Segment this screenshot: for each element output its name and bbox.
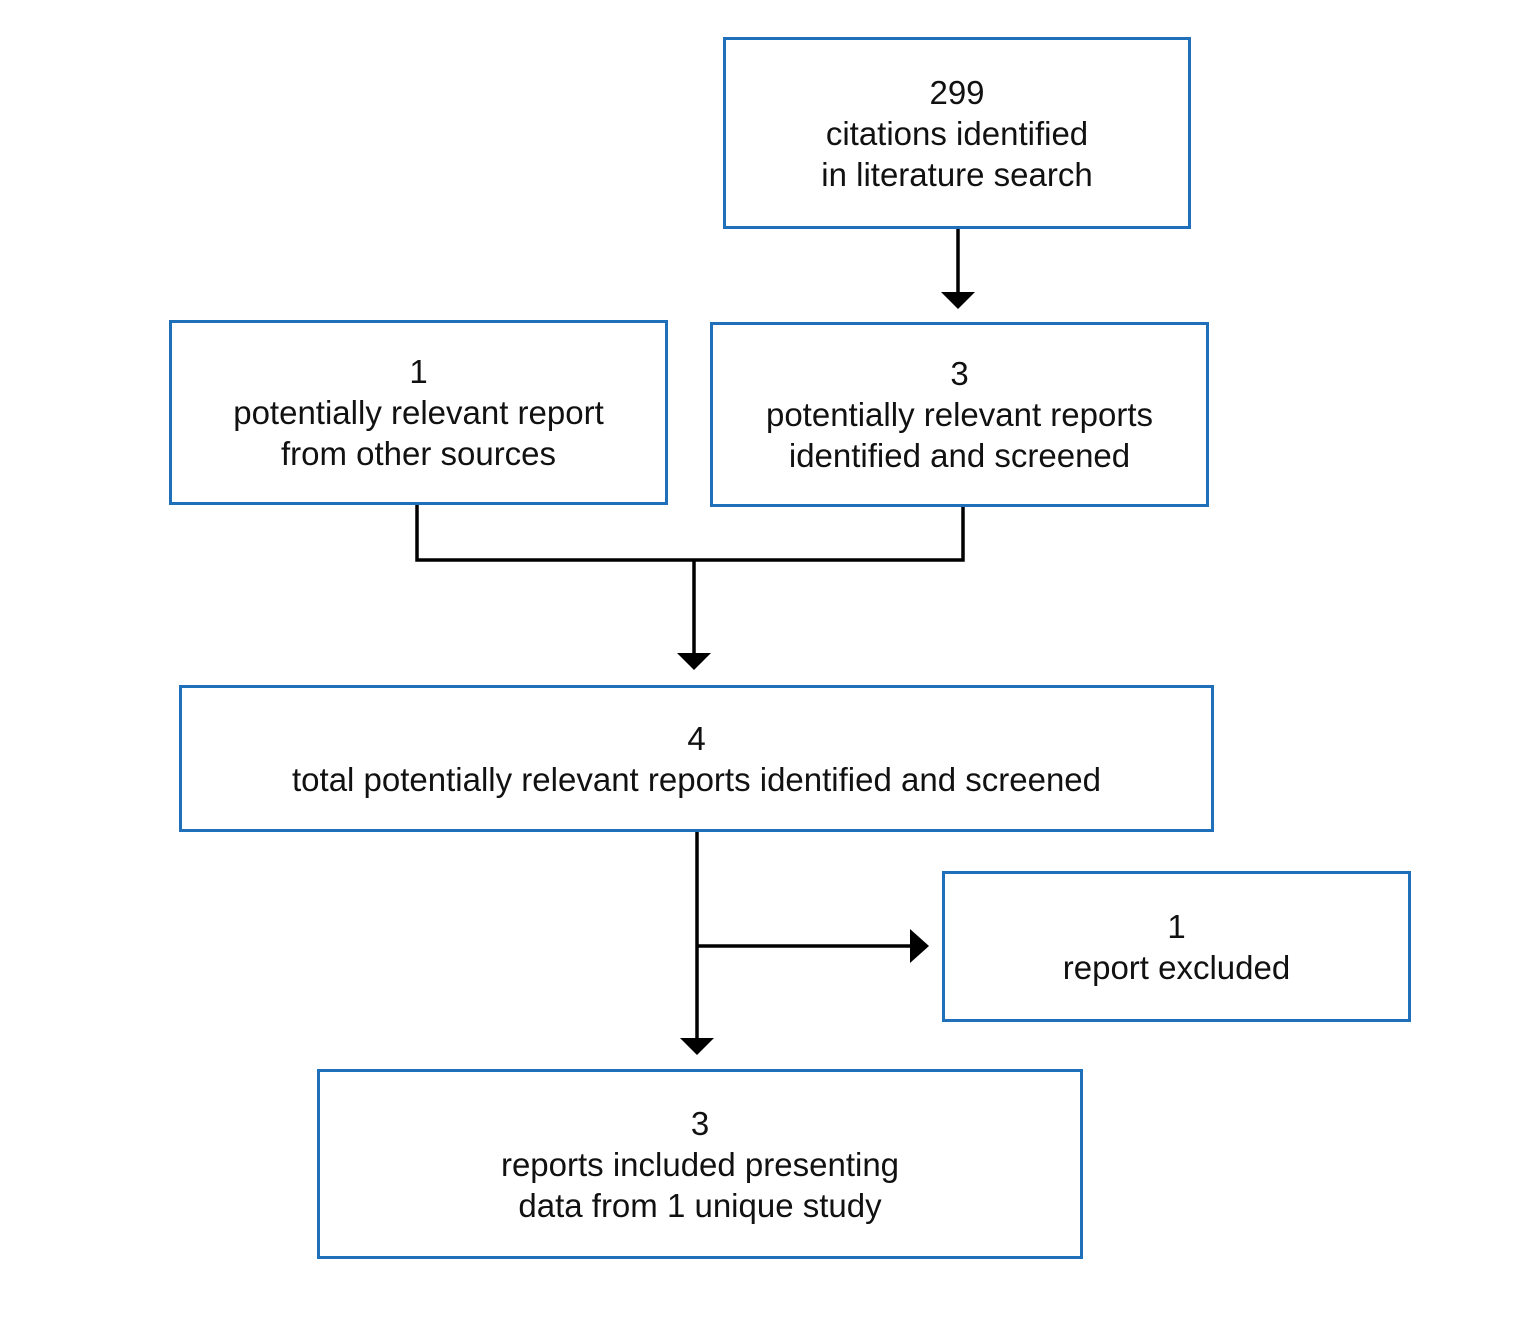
box-text-line: data from 1 unique study (518, 1186, 882, 1224)
arrowhead-down-icon (941, 292, 975, 309)
box-other-sources: 1 potentially relevant report from other… (169, 320, 668, 505)
box-count: 4 (687, 719, 706, 757)
box-text-line: potentially relevant report (233, 394, 604, 431)
box-count: 3 (690, 1104, 710, 1142)
box-text-line: from other sources (280, 435, 557, 472)
box-reports-screened: 3 potentially relevant reports identifie… (710, 322, 1209, 507)
box-text-line: in literature search (821, 155, 1093, 193)
box-text-line: identified and screened (788, 437, 1131, 474)
box-count: 1 (409, 353, 428, 390)
connector-merge (415, 505, 965, 562)
box-count: 3 (950, 355, 969, 392)
box-report-excluded: 1 report excluded (942, 871, 1411, 1022)
box-count: 299 (929, 73, 985, 111)
box-text-line: total potentially relevant reports ident… (292, 760, 1101, 798)
box-total-screened: 4 total potentially relevant reports ide… (179, 685, 1214, 832)
box-text-line: potentially relevant reports (765, 396, 1154, 433)
box-text-line: report excluded (1062, 948, 1291, 986)
box-text-line: reports included presenting (500, 1145, 900, 1183)
box-reports-included: 3 reports included presenting data from … (317, 1069, 1083, 1259)
arrowhead-down-icon (680, 1038, 714, 1055)
arrowhead-right-icon (910, 929, 929, 963)
box-text-line: citations identified (825, 114, 1089, 152)
arrowhead-down-icon (677, 653, 711, 670)
box-citations-identified: 299 citations identified in literature s… (723, 37, 1191, 229)
box-count: 1 (1167, 907, 1186, 945)
